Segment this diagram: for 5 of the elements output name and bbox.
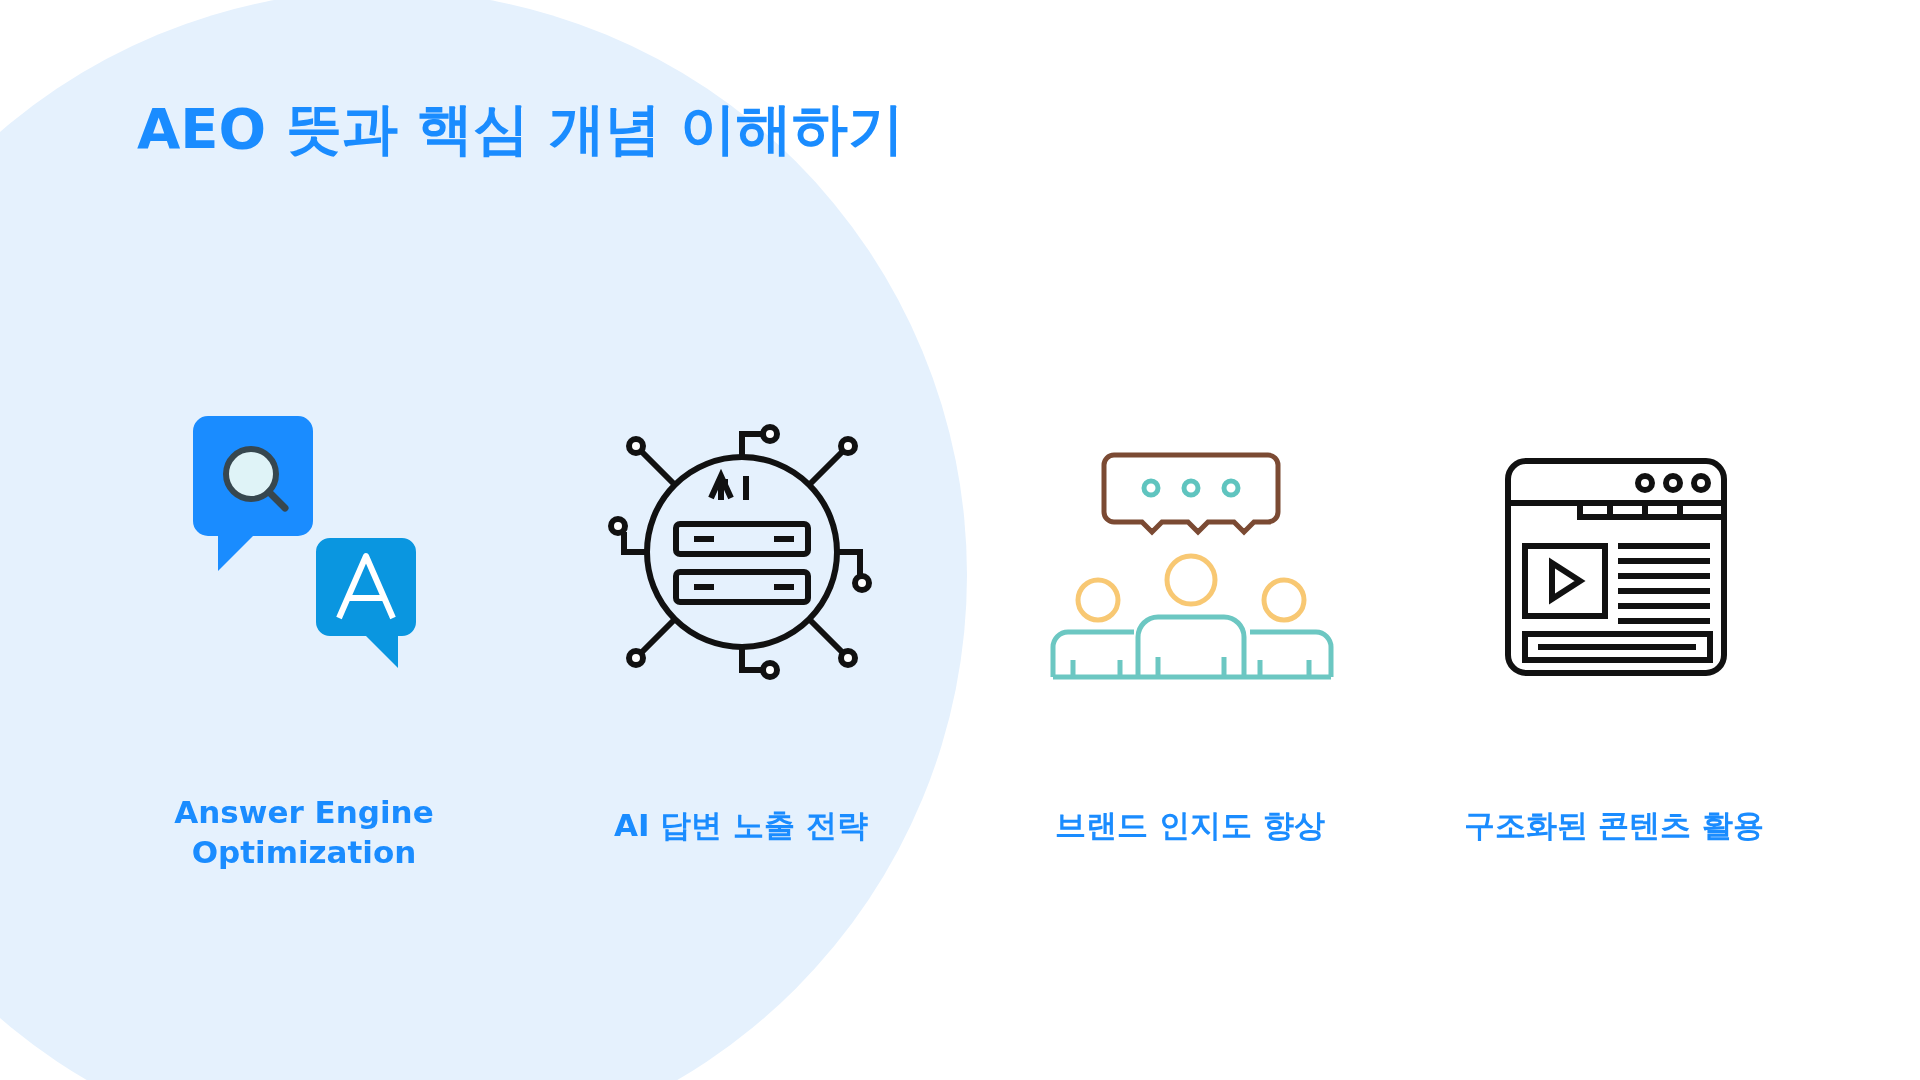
- caption: 브랜드 인지도 향상: [1054, 806, 1326, 845]
- caption: 구조화된 콘텐츠 활용: [1462, 806, 1766, 845]
- caption: Answer Engine Optimization: [174, 793, 434, 873]
- caption: AI 답변 노출 전략: [613, 806, 869, 845]
- title: AEO 뜻과 핵심 개념 이해하기: [137, 95, 905, 163]
